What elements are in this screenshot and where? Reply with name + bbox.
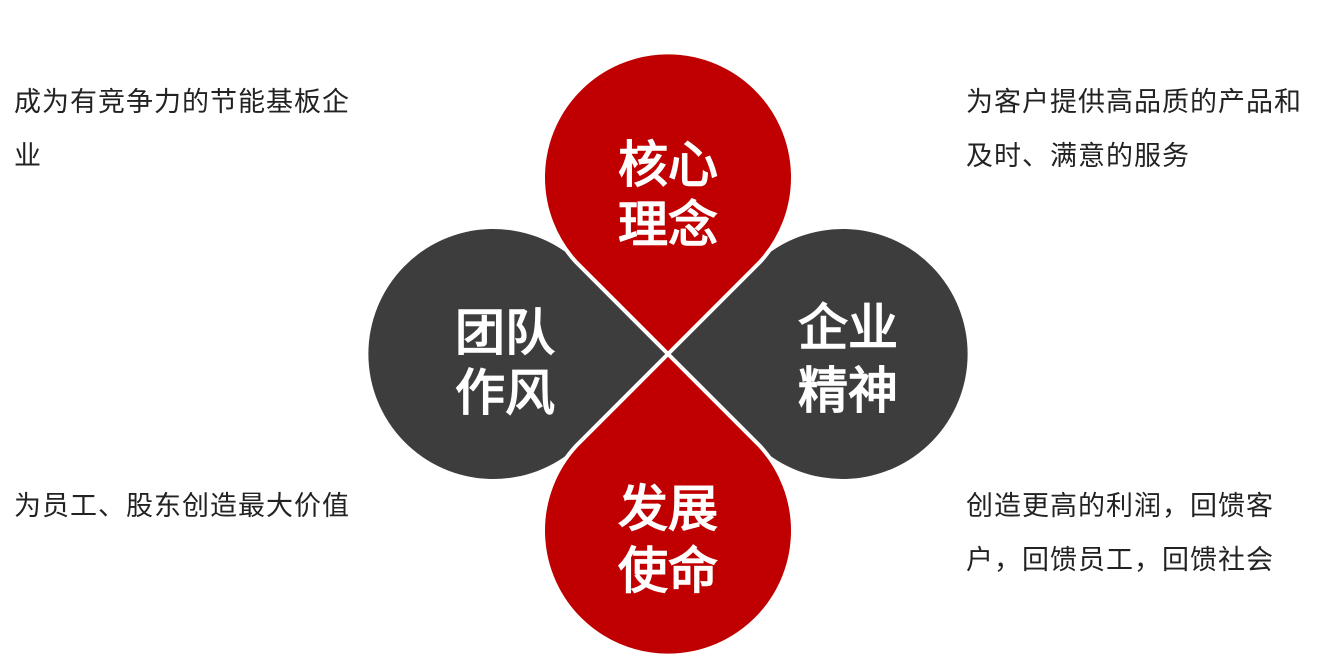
petal-right bbox=[668, 229, 968, 479]
petal-left-line1: 团队 bbox=[455, 304, 556, 362]
description-top-right: 为客户提供高品质的产品和及时、满意的服务 bbox=[966, 87, 1302, 172]
description-bottom-right: 创造更高的利润，回馈客户，回馈员工，回馈社会 bbox=[966, 491, 1274, 576]
petal-bottom bbox=[541, 352, 795, 658]
description-top-left: 成为有竞争力的节能基板企业 bbox=[14, 87, 350, 172]
petal-right-line1: 企业 bbox=[798, 299, 898, 357]
petal-right-line2: 精神 bbox=[798, 362, 898, 420]
description-bottom-left: 为员工、股东创造最大价值 bbox=[14, 491, 350, 522]
petal-left bbox=[368, 229, 668, 480]
petal-bottom-line2: 使命 bbox=[618, 542, 718, 600]
petal-top bbox=[541, 50, 795, 356]
petal-left-line2: 作风 bbox=[455, 364, 555, 422]
petal-top-line1: 核心 bbox=[618, 136, 718, 194]
petal-top-line2: 理念 bbox=[618, 196, 718, 254]
petal-bottom-line1: 发展 bbox=[618, 480, 718, 538]
